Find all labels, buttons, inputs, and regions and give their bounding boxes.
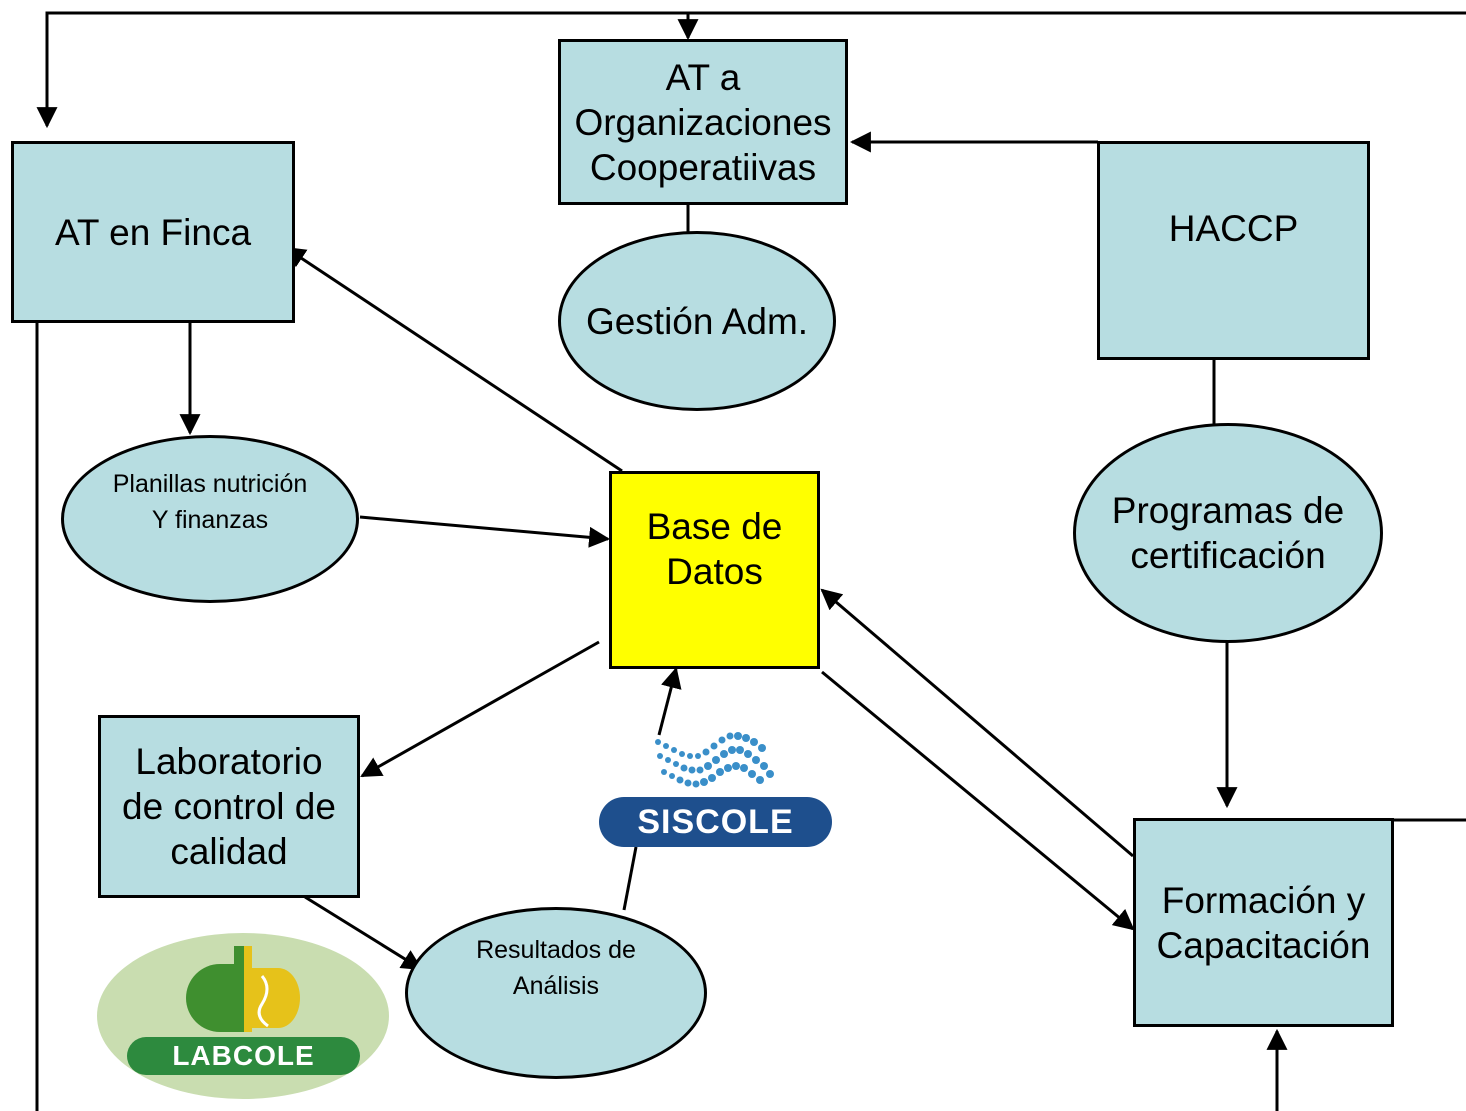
gestion-ellipse: Gestión Adm. (558, 231, 836, 411)
at-organizaciones-box: AT a Organizaciones Cooperatiivas (558, 39, 848, 205)
resultados-ellipse: Resultados de Análisis (405, 907, 707, 1079)
haccp-box: HACCP (1097, 141, 1370, 360)
siscole-to-base-arrow (657, 666, 682, 736)
labcole-logo: LABCOLE (127, 1037, 360, 1075)
base-to-laboratorio-arrow (360, 640, 600, 778)
laboratorio-box: Laboratorio de control de calidad (98, 715, 360, 898)
siscole-logo: SISCOLE (599, 797, 832, 847)
at-finca-box: AT en Finca (11, 141, 295, 323)
labcole-emblem-icon (186, 946, 300, 1032)
base-to-formacion-arrow (821, 670, 1135, 931)
top-loop-line (36, 11, 1466, 129)
formacion-box: Formación y Capacitación (1133, 818, 1394, 1027)
laboratorio-to-resultados-arrow (304, 895, 423, 971)
resultados-to-siscole-line (622, 846, 638, 911)
siscole-dots-icon (655, 732, 774, 788)
programas-ellipse: Programas de certificación (1073, 423, 1383, 643)
base-de-datos-box: Base de Datos (609, 471, 820, 669)
formacion-to-base-arrow (820, 588, 1134, 858)
planillas-to-base-arrow (359, 515, 611, 548)
planillas-ellipse: Planillas nutrición Y finanzas (61, 435, 359, 603)
base-to-finca-arrow (284, 246, 623, 473)
